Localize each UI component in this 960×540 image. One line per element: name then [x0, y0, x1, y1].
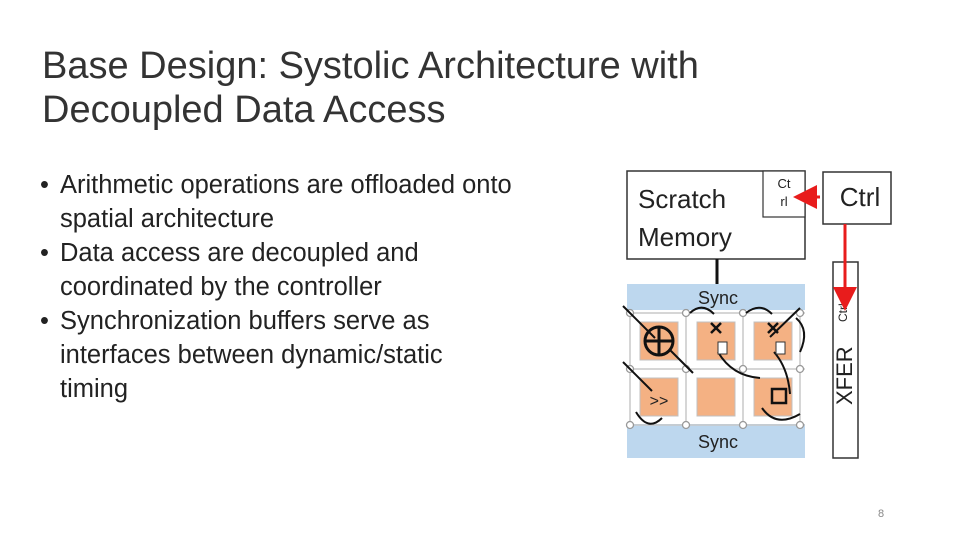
small-ctrl-label-line-2: rl — [780, 194, 787, 209]
shift-op-label: >> — [650, 393, 669, 410]
bullet-dot: • — [40, 239, 49, 267]
bullet-text-line: timing — [60, 375, 129, 403]
page-number: 8 — [878, 508, 885, 520]
bullet-item: • Data access are decoupled and coordina… — [40, 236, 620, 304]
pe-plain — [696, 377, 736, 417]
bullet-list: • Arithmetic operations are offloaded on… — [40, 168, 620, 406]
ctrl-block: Ctrl — [822, 171, 892, 225]
sync-buffer-top — [627, 284, 805, 310]
scratch-memory-label-line-1: Scratch — [638, 184, 726, 214]
register-icon — [775, 341, 786, 355]
bullet-text-line: Data access are decoupled and — [60, 239, 419, 267]
slide-title-line-1: Base Design: Systolic Architecture with — [42, 45, 699, 87]
bullet-item: • Synchronization buffers serve as inter… — [40, 304, 620, 406]
sync-bottom-label: Sync — [698, 432, 738, 452]
slide-title-line-2: Decoupled Data Access — [42, 89, 446, 131]
bullet-text-line: interfaces between dynamic/static — [60, 341, 443, 369]
small-ctrl-block: Ct rl — [762, 170, 806, 218]
pe-data-links — [622, 305, 806, 425]
slide-title: Base Design: Systolic Architecture with … — [42, 44, 902, 132]
bullet-text-line: Synchronization buffers serve as — [60, 307, 430, 335]
register-icon — [717, 341, 728, 355]
multiply-op-icon — [767, 322, 779, 334]
small-ctrl-label-line-1: Ct — [778, 176, 791, 191]
bullet-text-line: Arithmetic operations are offloaded onto — [60, 171, 512, 199]
multiply-op-icon — [710, 322, 722, 334]
bullet-dot: • — [40, 307, 49, 335]
sync-top-label: Sync — [698, 288, 738, 308]
bullet-dot: • — [40, 171, 49, 199]
xfer-label: XFER — [832, 346, 857, 405]
bullet-text-line: spatial architecture — [60, 205, 275, 233]
xfer-ctrl-label: Ctrl — [836, 303, 850, 322]
sync-buffer-bottom — [627, 424, 805, 458]
scratch-memory-label-line-2: Memory — [638, 222, 732, 252]
square-op-icon — [770, 387, 788, 405]
pe-grid-wires — [627, 312, 805, 426]
ctrl-label: Ctrl — [840, 182, 880, 212]
bullet-text-line: coordinated by the controller — [60, 273, 382, 301]
bullet-item: • Arithmetic operations are offloaded on… — [40, 168, 620, 236]
add-op-icon — [643, 325, 675, 357]
